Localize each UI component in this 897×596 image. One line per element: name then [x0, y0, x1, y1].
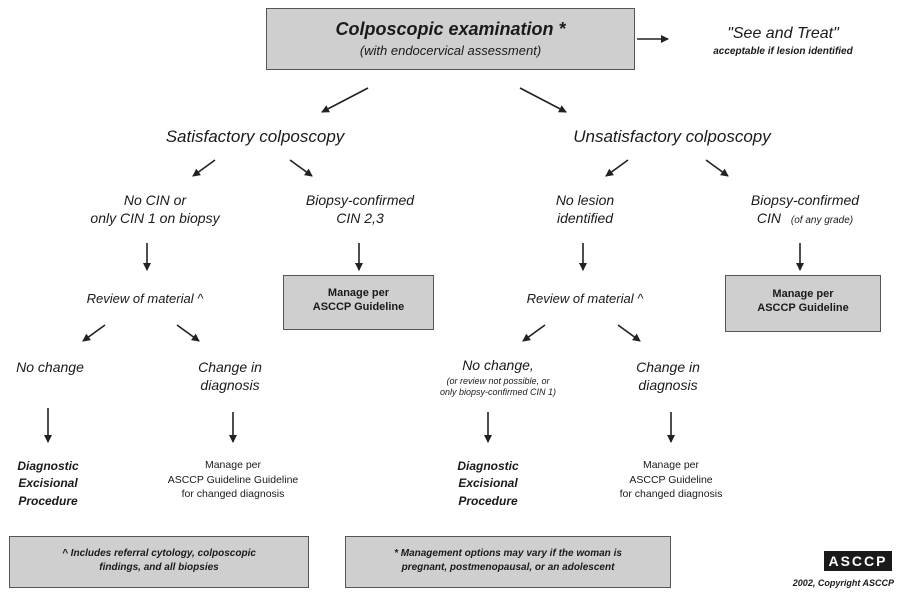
- review-of-material-left: Review of material ^: [86, 291, 204, 306]
- footnote-management-line2: pregnant, postmenopausal, or an adolesce…: [401, 561, 615, 573]
- biopsy-confirmed-cin-any-node: Biopsy-confirmed CIN (of any grade): [720, 192, 890, 227]
- arrow-to-change-left: [176, 324, 200, 342]
- arrow-to-no-change-left: [82, 324, 106, 342]
- change-in-diagnosis-right: Change in diagnosis: [608, 359, 728, 394]
- see-and-treat-title: "See and Treat": [727, 25, 839, 42]
- biopsy-right-line2: CIN: [756, 209, 781, 226]
- change-left-line1: Change in: [198, 359, 262, 375]
- no-change-left: No change: [16, 359, 84, 375]
- footnote-management-box: * Management options may vary if the wom…: [345, 536, 671, 588]
- no-lesion-node: No lesion identified: [520, 192, 650, 227]
- diag-right-line2: Excisional: [458, 476, 518, 491]
- diag-right-line1: Diagnostic: [457, 459, 519, 473]
- manage-changed-diagnosis-right: Manage per ASCCP Guideline for changed d…: [598, 458, 744, 502]
- manage-box-left-line1: Manage per: [327, 287, 390, 299]
- change-in-diagnosis-left: Change in diagnosis: [170, 359, 290, 394]
- manage-changed-left-line2: ASCCP Guideline Guideline: [167, 473, 299, 486]
- arrow-to-no-change-right: [522, 324, 546, 342]
- footnote-management-line1: * Management options may vary if the wom…: [394, 548, 622, 559]
- see-and-treat-subtitle: acceptable if lesion identified: [713, 46, 853, 57]
- manage-changed-diagnosis-left: Manage per ASCCP Guideline Guideline for…: [140, 458, 326, 502]
- diag-right-line3: Procedure: [458, 493, 518, 508]
- unsatisfactory-colposcopy-heading: Unsatisfactory colposcopy: [573, 127, 771, 146]
- diag-left-line2: Excisional: [18, 476, 78, 491]
- manage-changed-right-line1: Manage per: [642, 459, 700, 471]
- biopsy-right-line2-note: (of any grade): [790, 214, 854, 226]
- no-change-right-note2: only biopsy-confirmed CIN 1): [439, 386, 557, 397]
- arrow-to-no-lesion: [605, 159, 629, 177]
- no-cin-line1: No CIN or: [123, 192, 187, 208]
- top-title: Colposcopic examination *: [335, 19, 566, 39]
- manage-per-asccp-box-right: Manage per ASCCP Guideline: [725, 275, 881, 332]
- footnote-review-box: ^ Includes referral cytology, colposcopi…: [9, 536, 309, 588]
- top-subtitle: (with endocervical assessment): [359, 43, 542, 58]
- arrow-to-satisfactory: [321, 87, 369, 113]
- no-lesion-line1: No lesion: [555, 192, 615, 208]
- biopsy-confirmed-cin23-node: Biopsy-confirmed CIN 2,3: [275, 192, 445, 227]
- diagnostic-excisional-procedure-right: Diagnostic Excisional Procedure: [440, 458, 536, 510]
- colposcopic-examination-box: Colposcopic examination * (with endocerv…: [266, 8, 635, 70]
- biopsy-left-line1: Biopsy-confirmed: [305, 192, 415, 208]
- footnote-review-line1: ^ Includes referral cytology, colposcopi…: [62, 548, 256, 559]
- no-change-right-title: No change,: [462, 357, 534, 373]
- review-of-material-right: Review of material ^: [526, 291, 644, 306]
- manage-box-right-line1: Manage per: [772, 288, 834, 300]
- diag-left-line3: Procedure: [18, 493, 78, 508]
- manage-changed-right-line2: ASCCP Guideline: [629, 473, 713, 486]
- see-and-treat: "See and Treat" acceptable if lesion ide…: [672, 24, 894, 59]
- change-left-line2: diagnosis: [200, 376, 260, 393]
- no-cin-line2: only CIN 1 on biopsy: [90, 209, 220, 226]
- no-lesion-line2: identified: [556, 209, 614, 226]
- no-change-right: No change, (or review not possible, or o…: [398, 357, 598, 398]
- diag-left-line1: Diagnostic: [17, 459, 79, 473]
- manage-changed-left-line1: Manage per: [204, 459, 262, 471]
- no-change-right-note1: (or review not possible, or: [446, 375, 550, 386]
- asccp-logo: ASCCP: [824, 551, 892, 571]
- arrow-to-change-right: [617, 324, 641, 342]
- satisfactory-colposcopy-heading: Satisfactory colposcopy: [165, 127, 345, 146]
- manage-changed-left-line3: for changed diagnosis: [181, 488, 285, 501]
- biopsy-left-line2: CIN 2,3: [336, 209, 384, 226]
- arrow-to-biopsy-right: [705, 159, 729, 177]
- manage-box-right-line2: ASCCP Guideline: [757, 302, 849, 314]
- change-right-line1: Change in: [636, 359, 700, 375]
- diagnostic-excisional-procedure-left: Diagnostic Excisional Procedure: [0, 458, 96, 510]
- change-right-line2: diagnosis: [638, 376, 698, 393]
- manage-per-asccp-box-left: Manage per ASCCP Guideline: [283, 275, 434, 330]
- arrow-to-unsatisfactory: [519, 87, 567, 113]
- no-cin-node: No CIN or only CIN 1 on biopsy: [60, 192, 250, 227]
- footnote-review-line2: findings, and all biopsies: [99, 561, 219, 573]
- copyright-text: 2002, Copyright ASCCP: [792, 578, 894, 588]
- arrow-to-biopsy-left: [289, 159, 313, 177]
- biopsy-right-line1: Biopsy-confirmed: [750, 192, 860, 208]
- manage-changed-right-line3: for changed diagnosis: [619, 488, 723, 501]
- arrow-to-no-cin: [192, 159, 216, 177]
- manage-box-left-line2: ASCCP Guideline: [312, 301, 405, 313]
